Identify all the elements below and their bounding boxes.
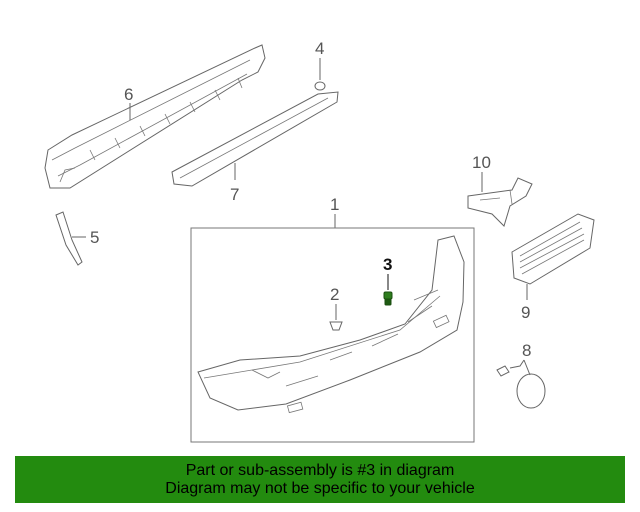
part-1-bumper-cover[interactable] [197,235,465,414]
callout-4[interactable]: 4 [315,39,324,58]
banner-line-2: Diagram may not be specific to your vehi… [165,479,475,497]
assembly-frame [190,227,475,443]
info-banner: Part or sub-assembly is #3 in diagram Di… [15,456,625,503]
callout-8[interactable]: 8 [522,341,531,360]
callout-6[interactable]: 6 [124,85,133,104]
callout-5[interactable]: 5 [90,228,99,247]
callout-1[interactable]: 1 [330,195,339,214]
part-8-cap[interactable] [496,365,546,409]
part-6-absorber[interactable] [44,44,266,189]
part-5-bracket[interactable] [55,211,83,266]
part-4-clip[interactable] [314,81,326,91]
part-2-push-clip[interactable] [329,321,343,331]
banner-line-1: Part or sub-assembly is #3 in diagram [185,461,455,479]
part-7-step-pad[interactable] [171,91,339,187]
callout-3[interactable]: 3 [383,255,392,274]
part-9-grille[interactable] [511,213,595,285]
callout-2[interactable]: 2 [330,285,339,304]
leader-8 [509,359,531,376]
callout-9[interactable]: 9 [521,303,530,322]
part-3-fastener[interactable] [383,291,393,306]
part-10-bracket[interactable] [467,177,533,227]
callout-10[interactable]: 10 [472,153,491,172]
callout-7[interactable]: 7 [230,185,239,204]
